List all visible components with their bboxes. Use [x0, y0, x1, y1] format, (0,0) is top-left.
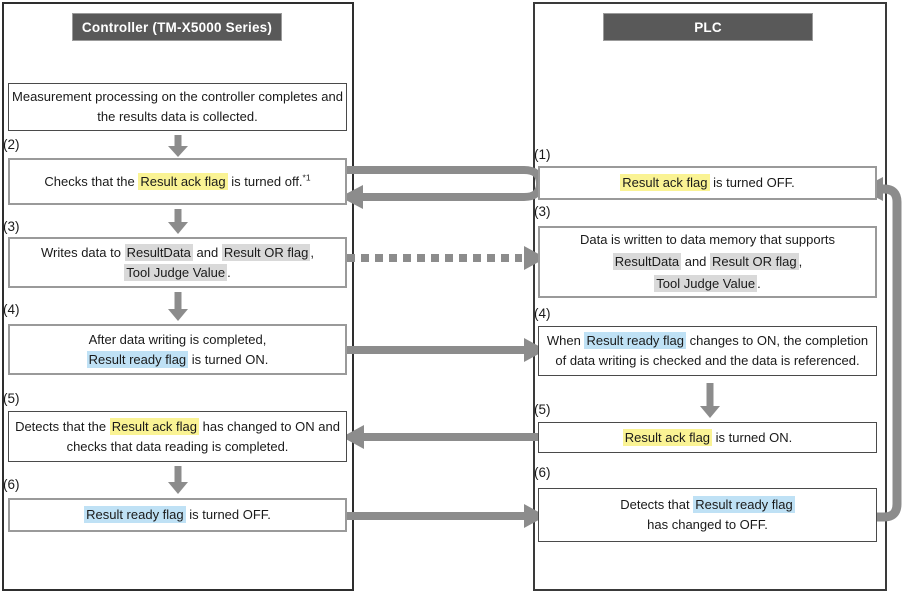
plc-step-4-label: (4): [534, 306, 551, 321]
plc-step-6-box: Detects that Result ready flag has chang…: [538, 488, 877, 542]
plc-step-3-label: (3): [534, 204, 551, 219]
controller-step-4-text: After data writing is completed, Result …: [86, 331, 269, 368]
arrow-result-ack-on: [342, 425, 540, 449]
controller-step-start-box: Measurement processing on the controller…: [8, 83, 347, 131]
plc-step-3-box: Data is written to data memory that supp…: [538, 226, 877, 298]
controller-step-5-box: Detects that the Result ack flag has cha…: [8, 411, 347, 462]
arrow-result-ready-off: [345, 504, 546, 528]
plc-step-6-text: Detects that Result ready flag has chang…: [620, 496, 795, 532]
controller-header: Controller (TM-X5000 Series): [72, 13, 282, 41]
plc-step-5-label: (5): [534, 402, 551, 417]
controller-step-start-text: Measurement processing on the controller…: [12, 89, 343, 124]
controller-step-3-label: (3): [3, 219, 20, 234]
plc-step-1-text: Result ack flag is turned OFF.: [620, 174, 795, 191]
plc-step-1-box: Result ack flag is turned OFF.: [538, 166, 877, 200]
controller-step-2-box: Checks that the Result ack flag is turne…: [8, 158, 347, 205]
plc-step-1-label: (1): [534, 147, 551, 162]
controller-step-3-text: Writes data to ResultData and Result OR …: [41, 243, 314, 281]
controller-step-4-label: (4): [3, 302, 20, 317]
controller-step-3-box: Writes data to ResultData and Result OR …: [8, 237, 347, 288]
controller-step-4-box: After data writing is completed, Result …: [8, 324, 347, 375]
controller-step-6-text: Result ready flag is turned OFF.: [84, 506, 271, 523]
plc-header: PLC: [603, 13, 813, 41]
arrow-result-ready-on: [345, 338, 546, 362]
controller-step-5-label: (5): [3, 391, 20, 406]
plc-step-6-label: (6): [534, 465, 551, 480]
controller-step-6-box: Result ready flag is turned OFF.: [8, 498, 347, 532]
plc-step-3-text: Data is written to data memory that supp…: [579, 232, 836, 292]
controller-step-2-label: (2): [3, 137, 20, 152]
plc-step-4-text: When Result ready flag changes to ON, th…: [546, 332, 869, 368]
plc-step-5-box: Result ack flag is turned ON.: [538, 422, 877, 453]
controller-step-6-label: (6): [3, 477, 20, 492]
arrow-data-write-dashed: [347, 246, 546, 270]
plc-step-4-box: When Result ready flag changes to ON, th…: [538, 326, 877, 376]
controller-step-5-text: Detects that the Result ack flag has cha…: [15, 417, 340, 454]
controller-step-2-text: Checks that the Result ack flag is turne…: [44, 172, 311, 190]
arrow-handshake-loop: [340, 166, 545, 209]
plc-step-5-text: Result ack flag is turned ON.: [622, 428, 793, 446]
